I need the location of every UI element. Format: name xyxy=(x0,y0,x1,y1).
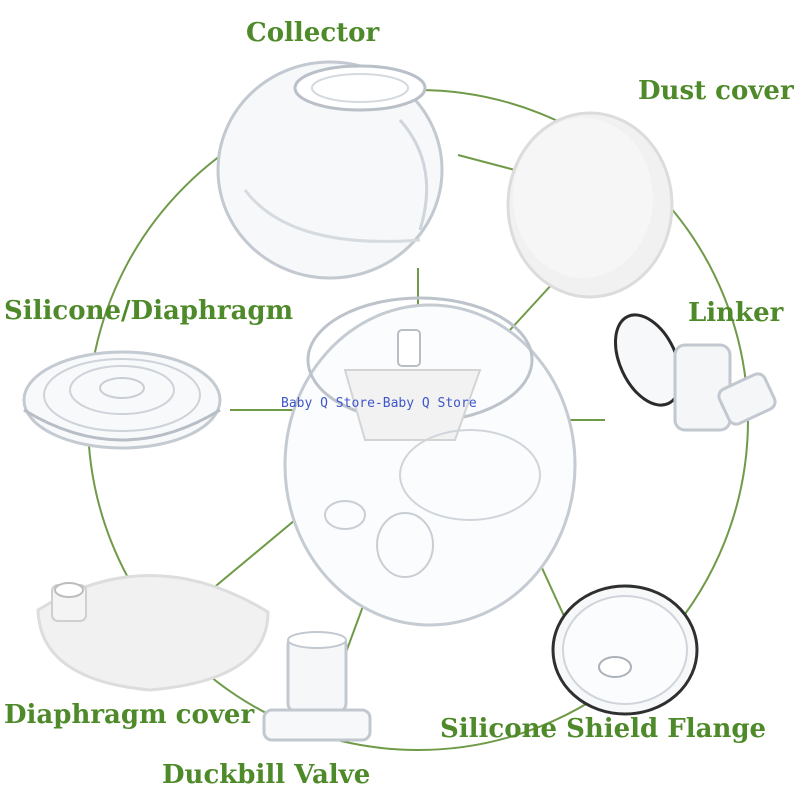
diaphragm-cover-label: Diaphragm cover xyxy=(4,700,255,730)
store-watermark: Baby Q Store-Baby Q Store xyxy=(281,396,477,411)
diaphragm-cover-part xyxy=(36,574,270,692)
linker-label: Linker xyxy=(688,298,784,328)
silicone-diaphragm-part xyxy=(22,350,222,450)
silicone-shield-flange-part xyxy=(551,584,699,716)
duckbill-valve-part xyxy=(262,631,372,742)
dust-cover-label: Dust cover xyxy=(638,76,794,106)
collector-label: Collector xyxy=(246,18,380,48)
collector-part xyxy=(216,60,444,280)
dust-cover-part xyxy=(506,111,674,299)
duckbill-valve-label: Duckbill Valve xyxy=(162,760,371,790)
assembled-pump xyxy=(283,296,577,627)
silicone-shield-flange-label: Silicone Shield Flange xyxy=(440,714,767,744)
linker-part xyxy=(614,313,777,432)
silicone-diaphragm-label: Silicone/Diaphragm xyxy=(4,296,294,326)
